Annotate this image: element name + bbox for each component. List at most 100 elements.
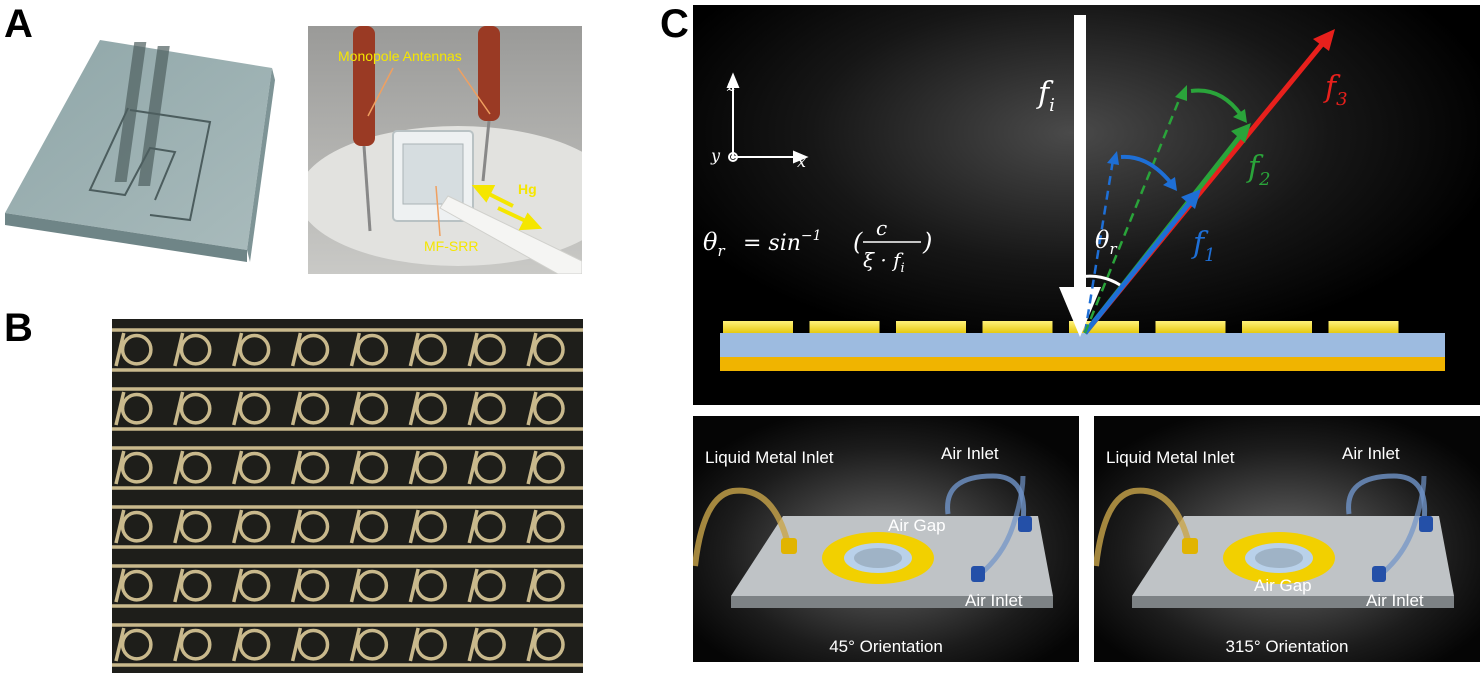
srr-ring bbox=[238, 392, 271, 425]
srr-ring bbox=[532, 333, 565, 366]
srr-slant-bar bbox=[526, 509, 538, 544]
srr-ring bbox=[474, 628, 506, 661]
metasurface-patch bbox=[896, 321, 966, 335]
srr-ring bbox=[474, 451, 506, 484]
srr-ring bbox=[356, 333, 389, 366]
srr-slant-bar bbox=[173, 568, 185, 603]
device-panel-2: Liquid Metal Inlet Air Inlet Air Gap Air… bbox=[1093, 416, 1480, 667]
srr-ring bbox=[238, 333, 271, 366]
srr-slant-bar bbox=[114, 627, 126, 662]
srr-slant-bar bbox=[114, 450, 126, 485]
srr-slant-bar bbox=[526, 627, 538, 662]
patch-array bbox=[723, 321, 1399, 335]
srr-ring bbox=[179, 569, 212, 602]
srr-ring bbox=[532, 569, 565, 602]
antenna-holder-left bbox=[353, 26, 375, 146]
formula-paren-close: ) bbox=[922, 228, 932, 256]
srr-slant-bar bbox=[232, 450, 244, 485]
srr-slant-bar bbox=[290, 509, 303, 544]
srr-slant-bar bbox=[467, 509, 479, 544]
srr-slant-bar bbox=[526, 568, 538, 603]
srr-ring bbox=[474, 333, 506, 366]
srr-ring bbox=[415, 451, 448, 484]
srr-slant-bar bbox=[408, 627, 420, 662]
srr-slant-bar bbox=[526, 332, 538, 367]
theta-r-label: θr bbox=[1095, 226, 1117, 258]
srr-slant-bar bbox=[408, 568, 420, 603]
srr-ring bbox=[474, 392, 506, 425]
srr-slant-bar bbox=[173, 627, 185, 662]
srr-ring bbox=[120, 628, 153, 661]
srr-ring bbox=[415, 510, 448, 543]
incident-beam bbox=[1074, 15, 1086, 295]
formula-denominator: ξ · fi bbox=[863, 248, 905, 276]
liquid-metal-inlet-label: Liquid Metal Inlet bbox=[705, 448, 834, 467]
formula-paren-open: ( bbox=[853, 228, 863, 256]
srr-slant-bar bbox=[349, 391, 361, 426]
srr-slant-bar bbox=[467, 450, 479, 485]
mf-srr-label: MF-SRR bbox=[424, 238, 478, 254]
srr-slant-bar bbox=[467, 391, 479, 426]
axis-y-label: y bbox=[710, 146, 721, 165]
srr-ring bbox=[120, 392, 153, 425]
metasurface-patch bbox=[982, 321, 1053, 335]
srr-ring bbox=[356, 451, 389, 484]
rotation-arrow-green bbox=[1190, 88, 1243, 117]
srr-ring bbox=[179, 333, 212, 366]
air-inlet-top-label: Air Inlet bbox=[941, 444, 999, 463]
srr-ring bbox=[356, 628, 389, 661]
ground-plane bbox=[720, 357, 1445, 371]
srr-slant-bar bbox=[408, 332, 420, 367]
metasurface-patch bbox=[723, 321, 793, 335]
srr-ring bbox=[238, 628, 271, 661]
srr-slant-bar bbox=[173, 391, 185, 426]
srr-slant-bar bbox=[526, 391, 538, 426]
srr-slant-bar bbox=[349, 332, 361, 367]
srr-ring bbox=[532, 628, 565, 661]
srr-slant-bar bbox=[232, 568, 244, 603]
device-panel-1: Liquid Metal Inlet Air Inlet Air Gap Air… bbox=[692, 416, 1079, 667]
srr-slant-bar bbox=[290, 627, 303, 662]
srr-ring bbox=[532, 392, 565, 425]
axis-z-label: z bbox=[726, 76, 736, 95]
air-gap-label: Air Gap bbox=[1254, 576, 1312, 595]
srr-slant-bar bbox=[467, 568, 479, 603]
srr-ring bbox=[356, 569, 389, 602]
srr-ring bbox=[120, 333, 153, 366]
formula-numerator: c bbox=[876, 216, 887, 240]
srr-slant-bar bbox=[290, 391, 303, 426]
srr-ring bbox=[238, 451, 271, 484]
air-gap-label: Air Gap bbox=[888, 516, 946, 535]
srr-ring bbox=[474, 569, 506, 602]
srr-slant-bar bbox=[232, 332, 244, 367]
srr-slant-bar bbox=[173, 450, 185, 485]
srr-slant-bar bbox=[467, 627, 479, 662]
beam-f1 bbox=[1083, 199, 1193, 335]
antenna-holder-right bbox=[478, 26, 500, 121]
panel-c-letter: C bbox=[660, 2, 689, 46]
metasurface-patch bbox=[1328, 321, 1399, 335]
theta-formula-symbol: θr bbox=[703, 228, 725, 260]
orientation-label: 315° Orientation bbox=[1225, 637, 1348, 656]
srr-ring bbox=[474, 510, 506, 543]
metasurface-patch bbox=[1242, 321, 1312, 335]
srr-slant-bar bbox=[232, 509, 244, 544]
chip-rendering bbox=[5, 40, 275, 262]
panel-b-letter: B bbox=[4, 306, 33, 350]
air-inlet-bottom-label: Air Inlet bbox=[965, 591, 1023, 610]
srr-slant-bar bbox=[349, 509, 361, 544]
srr-ring bbox=[297, 392, 330, 425]
srr-slant-bar bbox=[290, 450, 303, 485]
srr-ring bbox=[415, 569, 448, 602]
srr-ring bbox=[415, 333, 448, 366]
srr-ring bbox=[532, 451, 565, 484]
srr-array-micrograph bbox=[112, 319, 583, 673]
srr-slant-bar bbox=[349, 450, 361, 485]
metasurface-diagram: z x y θr = sin−1 ( c ξ · fi ) fi θr f1 f… bbox=[693, 5, 1480, 405]
srr-ring bbox=[297, 333, 330, 366]
srr-ring bbox=[179, 451, 212, 484]
srr-slant-bar bbox=[526, 450, 538, 485]
srr-ring bbox=[179, 510, 212, 543]
srr-ring bbox=[297, 628, 330, 661]
srr-slant-bar bbox=[408, 509, 420, 544]
